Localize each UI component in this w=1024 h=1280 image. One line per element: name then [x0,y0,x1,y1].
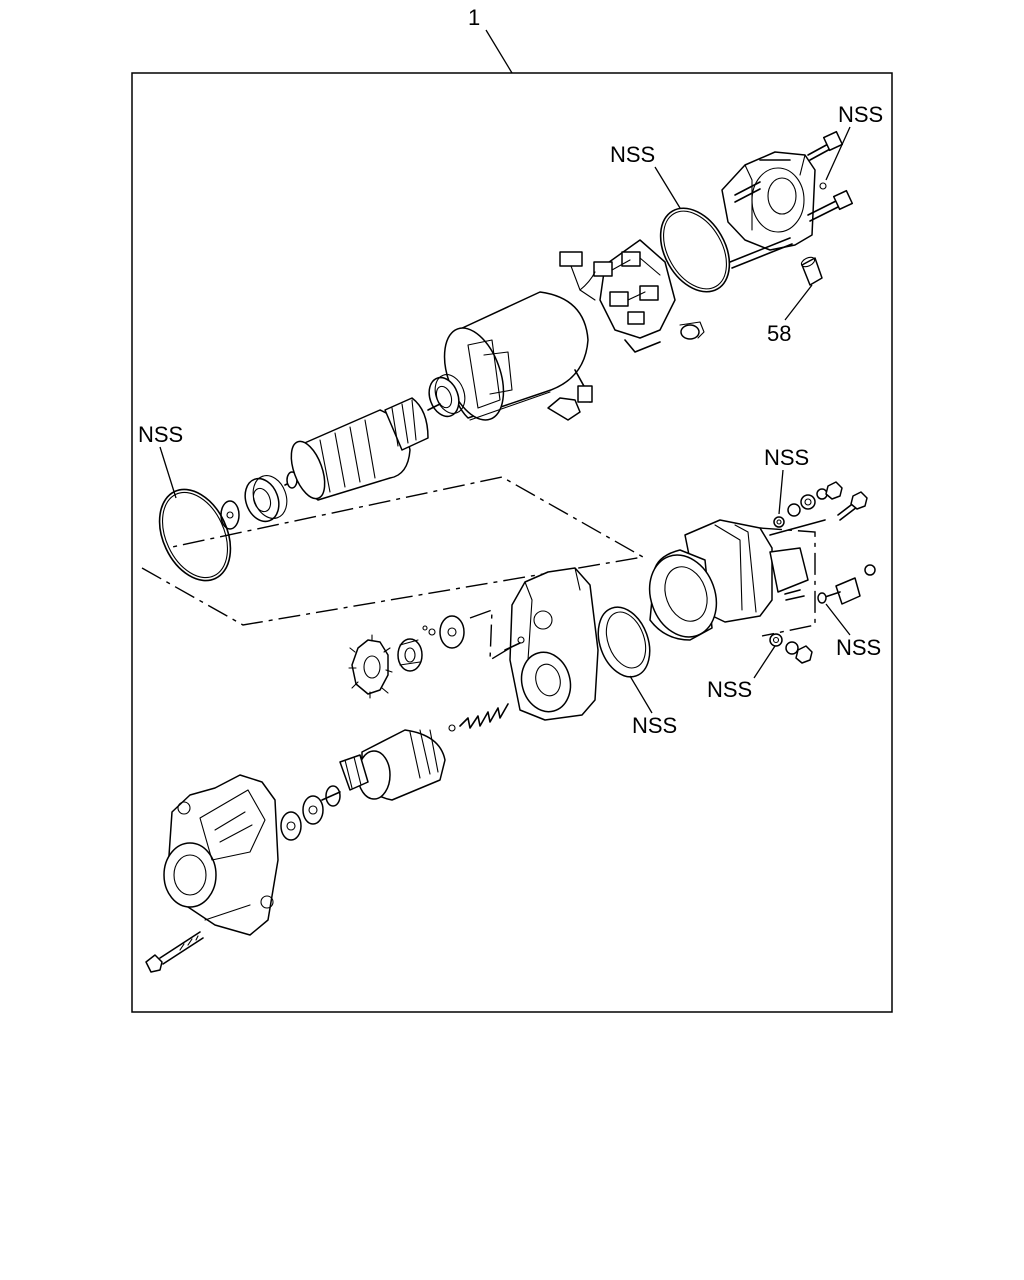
washer-idler [422,615,465,649]
alignment-line-upper [141,476,646,626]
seal-ring [597,606,651,678]
nss-upper-washer-leader [778,469,784,515]
o-ring-left-inner [162,491,228,579]
through-bolts [729,130,854,269]
thrust-washer-left [220,500,240,530]
nss-seal-ring-callout: NSS [632,713,677,738]
terminal-nuts-lower [769,633,813,664]
o-ring-top-inner [663,210,727,290]
overrunning-clutch [321,729,446,807]
assembly-leader [485,29,513,74]
center-bracket [504,567,599,721]
part-58-leader [784,284,813,321]
cover-small-part [819,182,827,190]
rear-end-cover [721,151,816,251]
nss-right-clip-callout: NSS [836,635,881,660]
nss-top-right-leader [825,126,851,181]
nss-lower-washer-callout: NSS [707,677,752,702]
nss-top-right-callout: NSS [838,102,883,127]
armature-rear-bearing [428,374,466,418]
terminal-clip [817,564,876,605]
o-ring-left [158,488,232,582]
idler-roller [397,638,423,672]
nss-lower-washer-leader [753,645,776,679]
assembly-callout: 1 [468,5,480,30]
bushing-58 [800,256,823,286]
armature-front-bearing [244,475,288,523]
washer-front-b [280,811,302,841]
nss-seal-ring-leader [629,675,653,714]
nss-upper-washer-callout: NSS [764,445,809,470]
nss-left-oring-callout: NSS [138,422,183,447]
part-58-callout: 58 [767,321,791,346]
yoke-field-housing [443,271,596,421]
armature [284,397,441,501]
nss-right-clip-leader [825,603,851,636]
nss-oring-top-leader [654,166,681,209]
brush-holder [559,239,705,353]
solenoid-switch [648,519,826,641]
washer-front-a [302,795,324,825]
o-ring-top [659,207,731,293]
idler-gear [348,634,393,699]
nss-oring-top-callout: NSS [610,142,655,167]
terminal-nuts-upper [773,481,868,528]
alignment-line-middle [469,608,511,662]
front-bolt [145,931,204,973]
nss-left-oring-leader [159,446,177,499]
front-housing [163,774,279,936]
pinion-spring [448,703,509,732]
